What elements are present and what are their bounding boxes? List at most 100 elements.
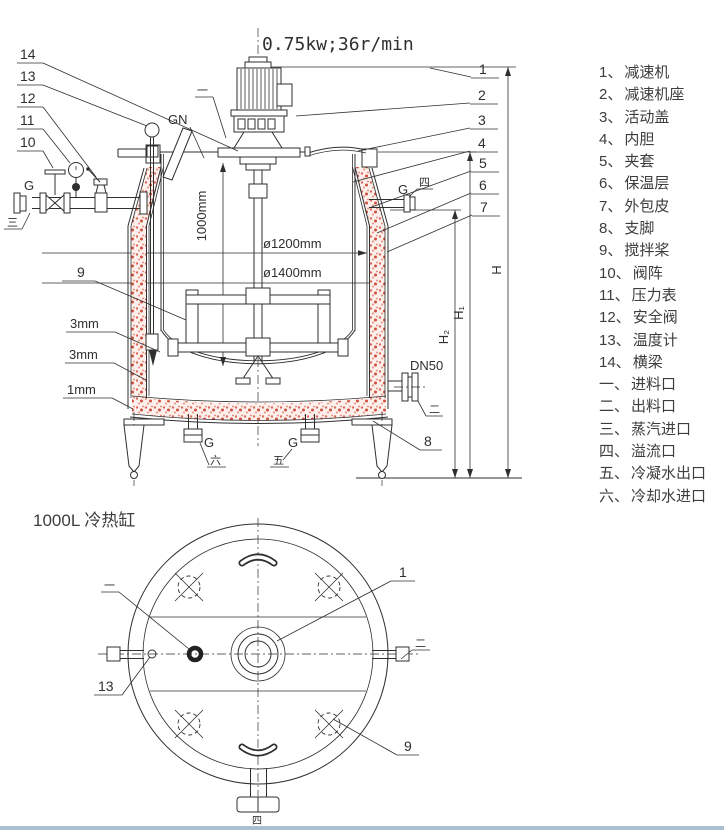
pressure-gauge <box>68 162 84 197</box>
callout-1: 1 <box>479 61 487 77</box>
tank-shell <box>117 144 393 426</box>
callout-6: 6 <box>479 177 487 193</box>
legend-item: 二、出料口 <box>599 396 724 418</box>
thickness-inner: 3mm <box>70 316 99 331</box>
legend-item-num: 13、 <box>599 331 631 349</box>
g-mark-condensate: G <box>288 435 298 450</box>
callout-9: 9 <box>77 264 85 280</box>
legend-item: 2、减速机座 <box>599 84 724 106</box>
gearbox <box>233 115 285 133</box>
paddle-position-ne <box>314 572 344 602</box>
feed-nozzle: GN 一 <box>162 85 227 181</box>
legend-item: 1、减速机 <box>599 62 724 84</box>
valve-manifold: G 三 <box>4 162 148 230</box>
drive-stand <box>233 131 283 149</box>
legend-item: 三、蒸汽进口 <box>599 419 724 441</box>
port-condensate-mark: 五 <box>273 455 284 467</box>
port-cooling-mark: 六 <box>210 454 221 467</box>
top-view: 二 四 一 1 13 9 <box>94 518 430 827</box>
dim-H: H <box>489 67 511 478</box>
tank-inner-rim <box>142 538 374 770</box>
leg-left <box>123 412 145 486</box>
dim-H-label: H <box>489 265 504 274</box>
legend-item: 12、安全阀 <box>599 307 724 329</box>
legend-item: 一、进料口 <box>599 374 724 396</box>
legend-item-num: 6、 <box>599 175 623 193</box>
legend-item: 13、温度计 <box>599 330 724 352</box>
legend-item-label: 保温层 <box>624 175 670 193</box>
legend-item: 9、搅拌桨 <box>599 240 724 262</box>
dim-inner-height: 1000mm <box>194 163 226 366</box>
legend-item: 11、压力表 <box>599 285 724 307</box>
legend-item-num: 7、 <box>599 197 623 215</box>
dim-jacket-dia: ø1400mm <box>42 265 386 286</box>
legend-item: 8、支脚 <box>599 218 724 240</box>
paddle-position-nw <box>174 572 204 602</box>
callout-7: 7 <box>480 199 488 215</box>
motor-body <box>236 67 282 111</box>
legend-item-label: 内胆 <box>624 130 655 148</box>
port-feed-mark: 一 <box>197 85 208 97</box>
legend-item-num: 四、 <box>599 443 630 461</box>
drawing-title: 1000L 冷热缸 <box>33 511 136 530</box>
port-discharge-mark: 二 <box>429 404 440 416</box>
legend-item: 7、外包皮 <box>599 196 724 218</box>
legend-item-num: 12、 <box>599 309 631 327</box>
legend-item-label: 搅拌桨 <box>624 242 670 260</box>
legend-item: 六、冷却水进口 <box>599 486 724 508</box>
legend-item: 10、阀阵 <box>599 263 724 285</box>
dim-H1: H₁ <box>451 152 473 478</box>
paddle-position-se <box>314 709 344 739</box>
callout-12: 12 <box>20 90 36 106</box>
gate-valve <box>39 169 71 214</box>
legend-item-label: 活动盖 <box>624 108 670 126</box>
dim-inner-height-label: 1000mm <box>194 191 209 242</box>
safety-valve <box>86 167 108 213</box>
legend-item-label: 减速机座 <box>624 86 685 104</box>
condensate-outlet: G 五 <box>270 414 320 468</box>
movable-cover <box>307 146 367 154</box>
callout-8: 8 <box>424 433 432 449</box>
side-view: H H₁ H₂ ø1200mm ø1400mm <box>4 28 522 486</box>
leg-right <box>371 412 393 486</box>
legend-item-label: 溢流口 <box>631 443 677 461</box>
agitator-drive <box>217 56 301 171</box>
thermometer <box>144 122 160 366</box>
thermometer-dial <box>144 122 160 138</box>
legend-item-label: 横梁 <box>632 353 663 371</box>
legend-item-label: 减速机 <box>624 64 670 81</box>
port-feed-mark-top: 一 <box>104 580 115 592</box>
port-discharge-mark-top: 二 <box>415 638 426 650</box>
gn-nozzle-label: GN <box>168 112 188 127</box>
g-mark-steam: G <box>24 178 34 193</box>
legend-item-num: 3、 <box>599 108 623 126</box>
legend-item-num: 三、 <box>599 420 630 438</box>
drive-spec: 0.75kw;36r/min <box>262 34 414 55</box>
paddle-positions <box>174 572 344 739</box>
legend-item-label: 进料口 <box>631 376 677 394</box>
legend-item: 5、夹套 <box>599 151 724 173</box>
overflow-port: G 四 <box>369 177 433 213</box>
legend-item-label: 压力表 <box>631 286 677 304</box>
drive-mount-rings <box>230 626 286 682</box>
dim-H2: H₂ <box>436 210 458 478</box>
left-stub <box>106 646 144 662</box>
legend-item-label: 夹套 <box>624 153 655 171</box>
callout-13: 13 <box>20 68 36 84</box>
legend-item-num: 11、 <box>599 286 630 304</box>
legend-item-label: 外包皮 <box>624 197 670 215</box>
dn50-label: DN50 <box>410 358 443 373</box>
legend-item: 五、冷凝水出口 <box>599 463 724 485</box>
legend-item-num: 二、 <box>599 398 630 416</box>
callout-3: 3 <box>478 112 486 128</box>
legend-item: 14、横梁 <box>599 352 724 374</box>
callout-2: 2 <box>478 87 486 103</box>
legend-item: 3、活动盖 <box>599 107 724 129</box>
dim-jacket-dia-label: ø1400mm <box>263 265 322 280</box>
handwheel <box>44 169 66 175</box>
legend-item-label: 安全阀 <box>632 309 678 327</box>
legend-item-num: 5、 <box>599 153 623 171</box>
callouts-left: 14 13 12 11 10 <box>17 46 239 178</box>
legend-item-num: 六、 <box>599 487 630 505</box>
crossbeam <box>217 147 301 158</box>
